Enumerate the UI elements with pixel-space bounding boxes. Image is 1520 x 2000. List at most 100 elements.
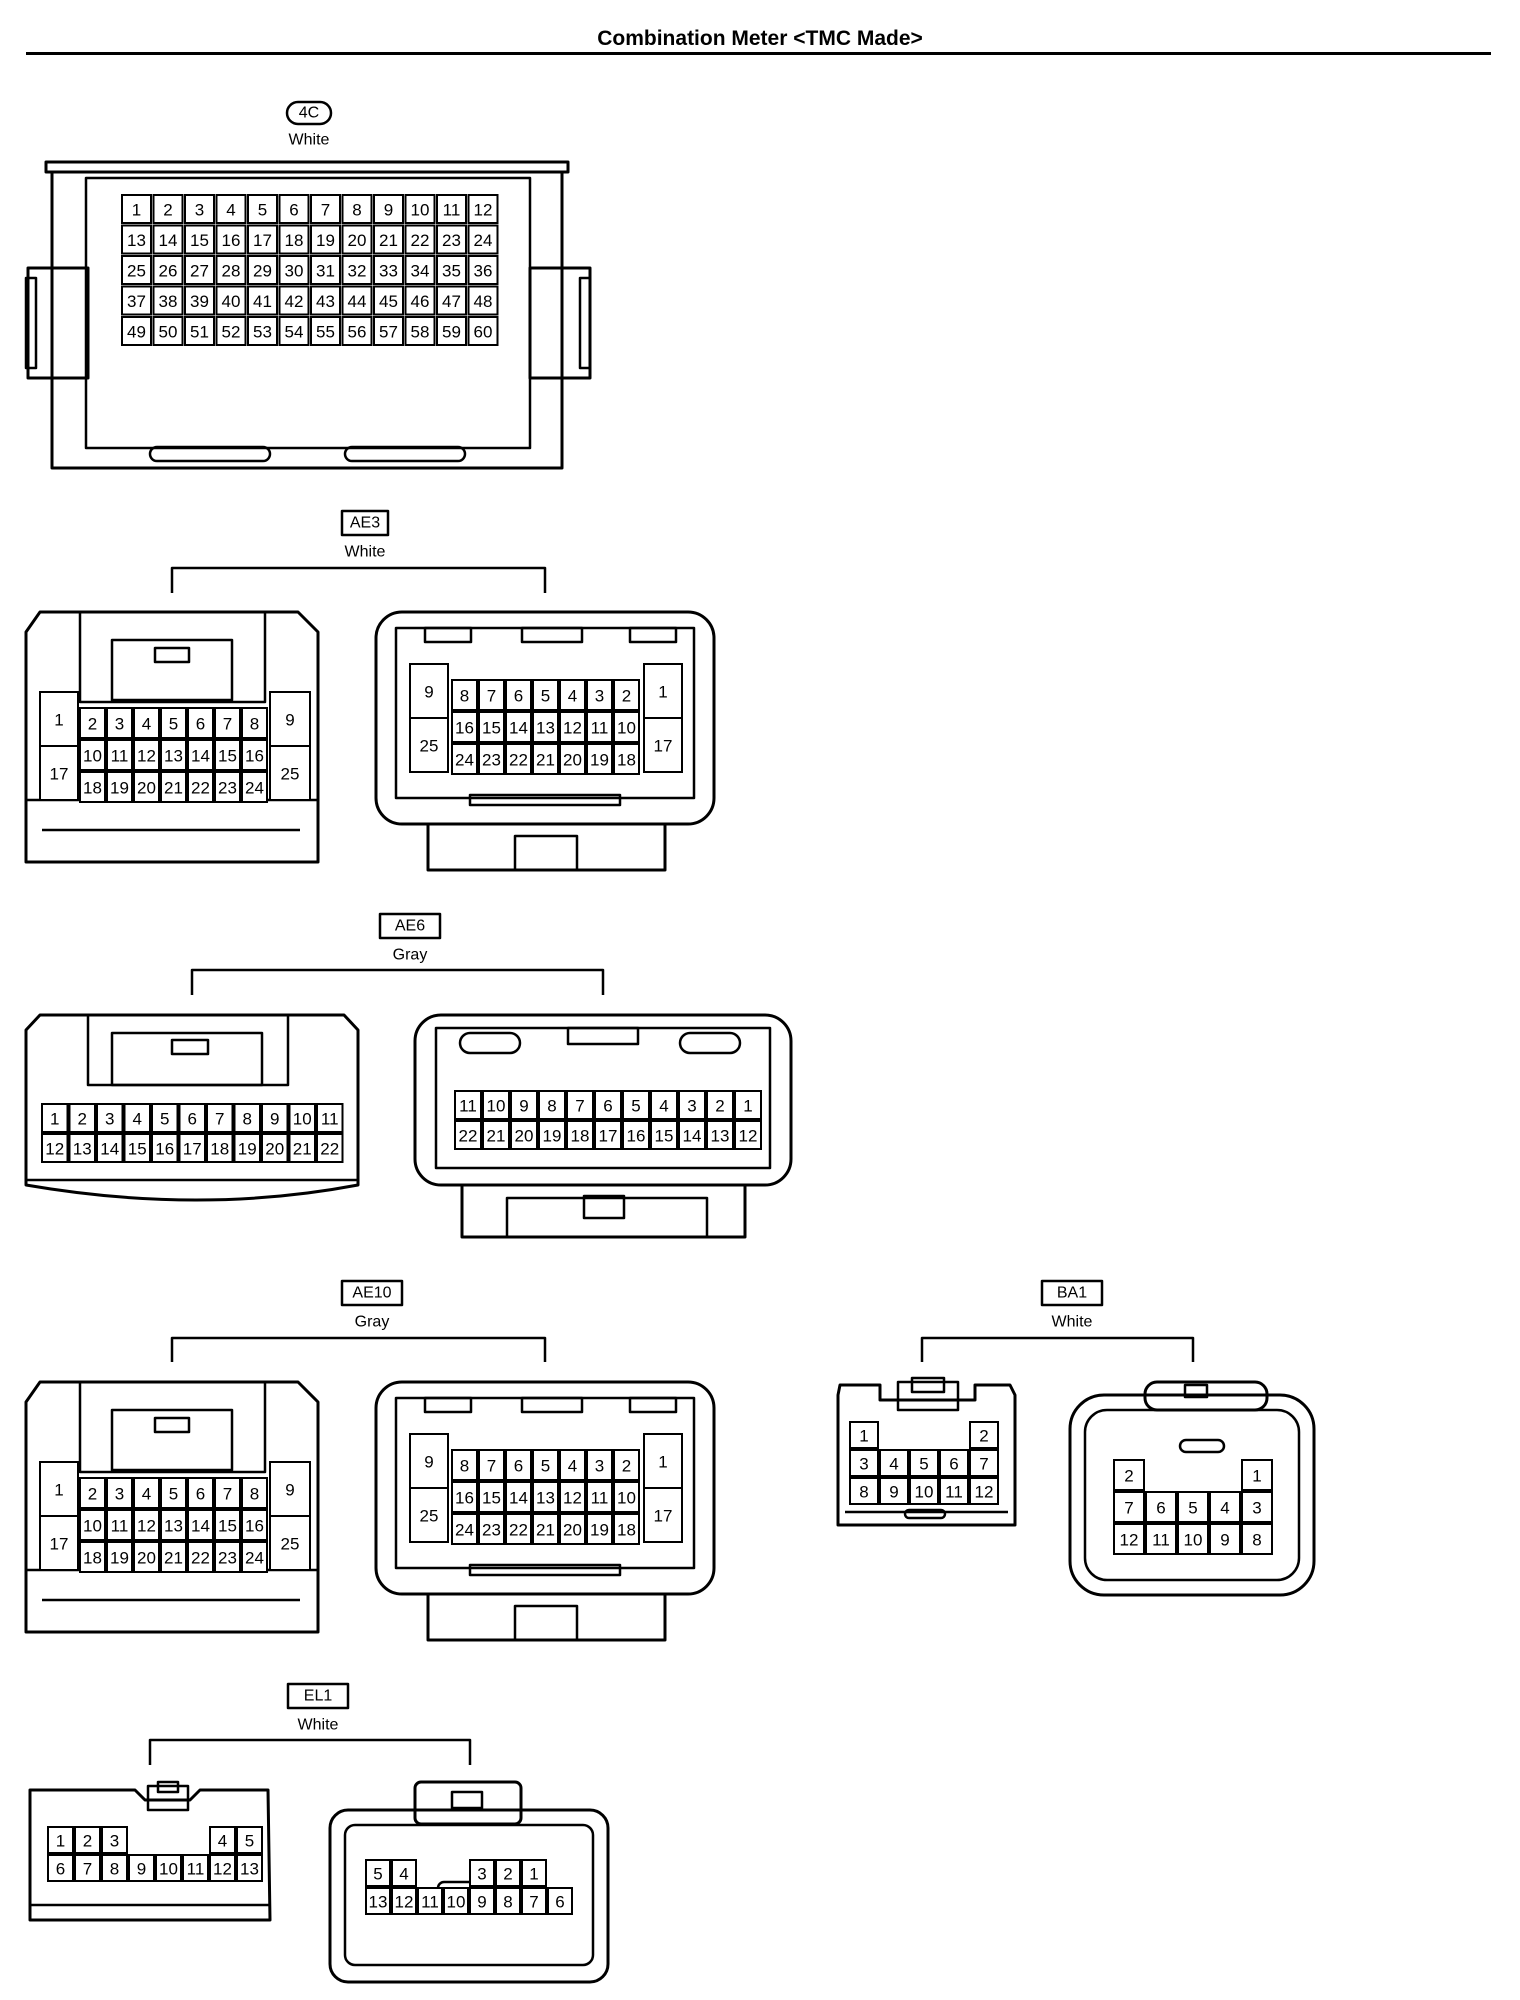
pin-cell xyxy=(278,224,310,255)
pin-number: 5 xyxy=(160,1110,169,1129)
pin-number: 11 xyxy=(459,1097,477,1116)
pin-number: 4 xyxy=(218,1832,227,1851)
pin-cell xyxy=(436,224,467,255)
pin-number: 19 xyxy=(590,751,609,770)
pin-number: 23 xyxy=(442,231,461,250)
pin-cell xyxy=(1177,1523,1209,1555)
pin-number: 40 xyxy=(222,292,241,311)
pin-number: 22 xyxy=(320,1140,339,1159)
pin-cell xyxy=(622,1120,650,1150)
pin-number: 14 xyxy=(100,1140,119,1159)
pin-number: 10 xyxy=(83,1517,102,1536)
pin-cell xyxy=(1241,1523,1273,1555)
pin-cell xyxy=(128,1854,155,1882)
pin-number: 18 xyxy=(617,1521,636,1540)
pin-number: 16 xyxy=(455,1489,474,1508)
pin-cell xyxy=(734,1120,762,1150)
pin-cell xyxy=(133,1477,160,1509)
pin-cell xyxy=(594,1120,622,1150)
pin-cell xyxy=(241,707,268,739)
connector-color: White xyxy=(1052,1314,1093,1331)
pin-cell xyxy=(373,285,404,316)
pin-cell xyxy=(152,316,184,346)
pin-number: 56 xyxy=(348,323,367,342)
pin-number: 3 xyxy=(595,1457,604,1476)
pin-number: 4 xyxy=(399,1865,408,1884)
pin-number: 41 xyxy=(253,292,272,311)
pin-cell xyxy=(278,316,310,346)
pin-number: 9 xyxy=(285,711,294,730)
pin-number: 15 xyxy=(482,1489,501,1508)
pin-cell xyxy=(451,679,478,711)
pin-cell xyxy=(365,1887,391,1915)
pin-number: 11 xyxy=(111,1517,129,1536)
pin-number: 5 xyxy=(631,1097,640,1116)
pin-cell xyxy=(454,1090,482,1120)
pin-number: 16 xyxy=(222,231,241,250)
connector-pair-bracket xyxy=(920,1336,1195,1362)
pin-cell xyxy=(184,194,215,224)
pin-number: 24 xyxy=(455,1521,474,1540)
pin-cell xyxy=(214,739,241,771)
pin-number: 42 xyxy=(285,292,304,311)
pin-cell xyxy=(478,1449,505,1481)
pin-cell xyxy=(505,1449,532,1481)
pin-cell xyxy=(1209,1523,1241,1555)
pin-cell xyxy=(182,1854,209,1882)
pin-number: 6 xyxy=(555,1893,564,1912)
pin-cell xyxy=(41,1133,69,1163)
pin-number: 54 xyxy=(285,323,304,342)
pin-cell xyxy=(909,1477,939,1505)
pin-cell xyxy=(365,1859,391,1887)
pin-number: 11 xyxy=(1152,1531,1170,1550)
pin-number: 18 xyxy=(210,1140,229,1159)
pin-cell xyxy=(566,1090,594,1120)
pin-number: 3 xyxy=(110,1832,119,1851)
pin-cell xyxy=(1113,1491,1145,1523)
pin-number: 24 xyxy=(245,1549,264,1568)
pin-number: 13 xyxy=(127,231,146,250)
pin-number: 8 xyxy=(547,1097,556,1116)
pin-number: 28 xyxy=(222,262,241,281)
pin-number: 2 xyxy=(88,715,97,734)
pin-cell xyxy=(236,1826,263,1854)
pin-cell xyxy=(269,1515,311,1571)
pin-cell xyxy=(247,224,278,255)
pin-number: 5 xyxy=(919,1455,928,1474)
pin-number: 1 xyxy=(54,711,63,730)
pin-number: 22 xyxy=(509,751,528,770)
pin-number: 18 xyxy=(285,231,304,250)
pin-cell xyxy=(341,316,373,346)
pin-number: 21 xyxy=(293,1140,312,1159)
pin-cell xyxy=(214,707,241,739)
pin-cell xyxy=(184,255,215,285)
pin-number: 6 xyxy=(603,1097,612,1116)
pin-number: 23 xyxy=(482,1521,501,1540)
pin-number: 5 xyxy=(541,1457,550,1476)
connector-color: White xyxy=(345,544,386,561)
pin-number: 18 xyxy=(571,1127,590,1146)
pin-number: 38 xyxy=(159,292,178,311)
pin-number: 37 xyxy=(127,292,146,311)
pin-number: 26 xyxy=(159,262,178,281)
pin-number: 13 xyxy=(240,1860,259,1879)
pin-cell xyxy=(939,1449,969,1477)
pin-number: 21 xyxy=(536,1521,555,1540)
connector-color: White xyxy=(298,1717,339,1734)
pin-cell xyxy=(106,1541,133,1573)
pin-cell xyxy=(495,1887,521,1915)
pin-cell xyxy=(482,1120,510,1150)
pin-cell xyxy=(1209,1491,1241,1523)
pin-number: 10 xyxy=(487,1097,506,1116)
pin-number: 6 xyxy=(188,1110,197,1129)
pin-cell xyxy=(586,711,613,743)
pin-number: 46 xyxy=(411,292,430,311)
pin-cell xyxy=(409,717,449,773)
pin-cell xyxy=(547,1887,573,1915)
pin-cell xyxy=(152,194,184,224)
pin-number: 22 xyxy=(509,1521,528,1540)
pin-number: 39 xyxy=(190,292,209,311)
